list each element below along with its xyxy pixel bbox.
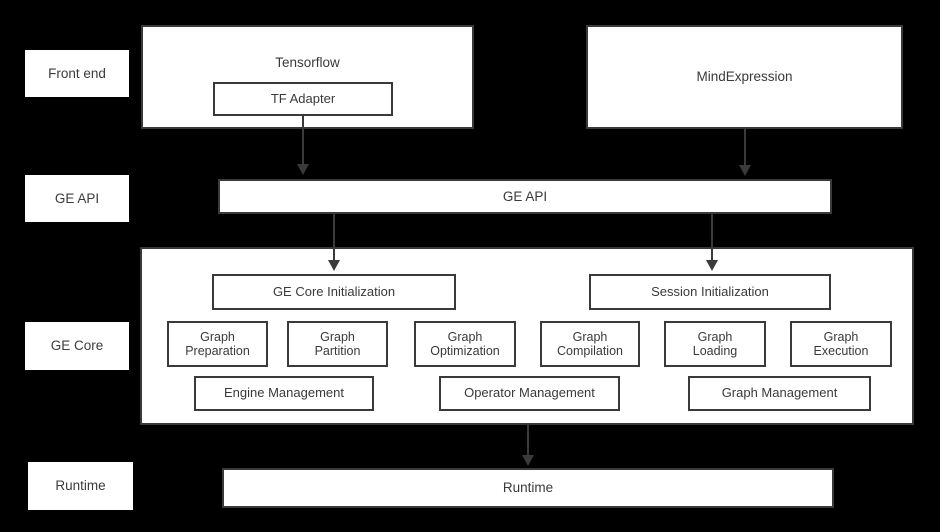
graph-loading-label: Graph Loading [692, 329, 738, 358]
ge-api-bar[interactable]: GE API [218, 179, 832, 214]
layer-label-front-end-text: Front end [48, 65, 106, 81]
graph-execution-box[interactable]: Graph Execution [790, 321, 892, 367]
tensorflow-title: Tensorflow [275, 55, 340, 70]
ge-core-initialization-box[interactable]: GE Core Initialization [212, 274, 456, 310]
arrowhead-icon [297, 164, 309, 175]
mindexpression-container: MindExpression [586, 25, 903, 129]
arrowhead-icon [522, 455, 534, 466]
layer-label-runtime: Runtime [28, 462, 133, 510]
layer-label-runtime-text: Runtime [55, 478, 106, 494]
session-initialization-label: Session Initialization [651, 283, 769, 299]
operator-management-label: Operator Management [464, 385, 595, 401]
graph-optimization-label: Graph Optimization [430, 329, 500, 358]
graph-optimization-box[interactable]: Graph Optimization [414, 321, 516, 367]
graph-compilation-label: Graph Compilation [556, 329, 623, 358]
layer-label-ge-api-text: GE API [54, 190, 100, 206]
graph-execution-label: Graph Execution [813, 329, 869, 358]
tf-adapter-label: TF Adapter [270, 90, 336, 106]
graph-management-label: Graph Management [721, 385, 838, 401]
engine-management-box[interactable]: Engine Management [194, 376, 374, 411]
layer-label-ge-core: GE Core [25, 322, 129, 370]
layer-label-ge-core-text: GE Core [50, 338, 104, 354]
layer-label-front-end: Front end [25, 50, 129, 97]
layer-label-ge-api: GE API [25, 175, 129, 222]
session-initialization-box[interactable]: Session Initialization [589, 274, 831, 310]
operator-management-box[interactable]: Operator Management [439, 376, 620, 411]
connector-line [527, 425, 529, 457]
graph-management-box[interactable]: Graph Management [688, 376, 871, 411]
runtime-bar-label: Runtime [502, 480, 554, 496]
tf-adapter-box[interactable]: TF Adapter [213, 82, 393, 116]
arrowhead-icon [739, 165, 751, 176]
graph-compilation-box[interactable]: Graph Compilation [540, 321, 640, 367]
graph-preparation-box[interactable]: Graph Preparation [167, 321, 268, 367]
graph-partition-box[interactable]: Graph Partition [287, 321, 388, 367]
ge-core-initialization-label: GE Core Initialization [272, 283, 396, 299]
graph-partition-label: Graph Partition [314, 329, 361, 358]
runtime-bar[interactable]: Runtime [222, 468, 834, 508]
graph-loading-box[interactable]: Graph Loading [664, 321, 766, 367]
mindexpression-title: MindExpression [696, 69, 793, 85]
ge-api-bar-label: GE API [502, 188, 548, 204]
engine-management-label: Engine Management [224, 385, 344, 401]
connector-line [744, 129, 746, 168]
graph-preparation-label: Graph Preparation [185, 329, 250, 358]
